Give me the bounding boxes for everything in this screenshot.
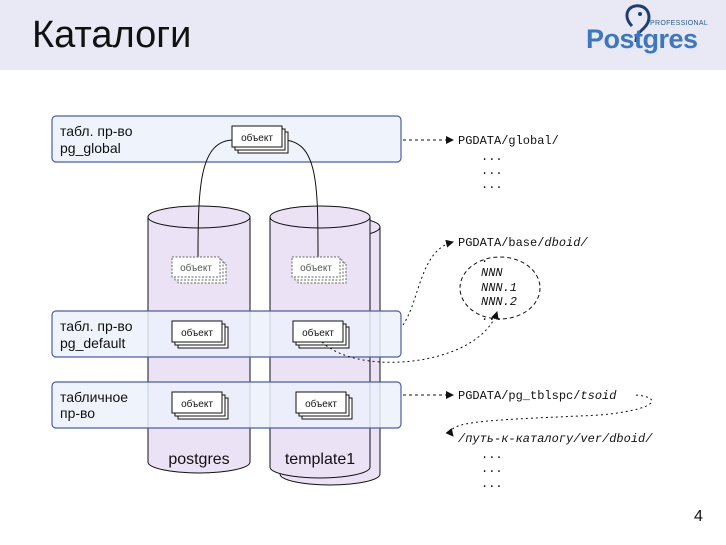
band-label-default-2: pg_default (60, 335, 126, 351)
band-label-global-1: табл. пр-во (60, 123, 133, 139)
global-dots-1: ... (481, 150, 503, 164)
object-postgres-default: объект (171, 320, 229, 349)
band-label-default-1: табл. пр-во (60, 318, 133, 334)
svg-text:объект: объект (241, 132, 273, 144)
db-label-template1: template1 (285, 451, 355, 468)
svg-text:объект: объект (181, 398, 213, 410)
elephant-icon (625, 4, 651, 43)
band-pg-global (51, 115, 402, 163)
path-base: PGDATA/base/dboid/ (458, 236, 588, 250)
postgres-pro-logo: PROFESSIONAL Postgres (584, 2, 714, 64)
path-custom: /путь-к-каталогу/ver/dboid/ (458, 432, 653, 446)
path-global: PGDATA/global/ (458, 134, 559, 148)
custom-dots-1: ... (481, 448, 503, 462)
object-postgres-shared-ghost: объект (171, 256, 227, 284)
path-tblspc: PGDATA/pg_tblspc/tsoid (458, 389, 617, 403)
object-template1-shared-ghost: объект (291, 256, 347, 284)
file-nnn: NNN (481, 266, 503, 280)
link-global-to-postgres (197, 139, 235, 258)
global-dots-3: ... (481, 178, 503, 192)
arrow-object-to-files (321, 311, 499, 363)
svg-text:объект: объект (181, 327, 213, 339)
global-dots-2: ... (481, 164, 503, 178)
header-bar (0, 0, 726, 70)
logo-postgres-text: Postgres (586, 24, 698, 54)
slide-number: 4 (694, 508, 703, 525)
custom-dots-3: ... (481, 477, 503, 491)
file-nnn-1: NNN.1 (481, 281, 517, 295)
custom-dots-2: ... (481, 462, 503, 476)
link-global-to-template1 (281, 139, 319, 258)
db-label-postgres: postgres (168, 451, 229, 468)
band-label-global-2: pg_global (60, 140, 121, 156)
files-ellipse (459, 256, 541, 320)
object-template1-default: объект (292, 320, 350, 349)
logo-professional-text: PROFESSIONAL (650, 20, 709, 27)
svg-text:объект: объект (305, 398, 337, 410)
file-nnn-2: NNN.2 (481, 295, 517, 309)
arrow-tblspc-link (445, 394, 653, 437)
arrow-base (402, 239, 454, 326)
base-dots: ... (481, 310, 503, 324)
base-dot: . (481, 252, 488, 266)
svg-text:объект: объект (300, 262, 332, 274)
svg-text:объект: объект (302, 327, 334, 339)
object-template1-custom: объект (295, 391, 353, 420)
band-label-custom-2: пр-во (60, 405, 95, 421)
band-label-custom-1: табличное (60, 389, 128, 405)
svg-text:объект: объект (180, 262, 212, 274)
slide-title: Каталоги (32, 14, 192, 56)
object-global: объект (231, 125, 289, 154)
object-postgres-custom: объект (171, 391, 229, 420)
